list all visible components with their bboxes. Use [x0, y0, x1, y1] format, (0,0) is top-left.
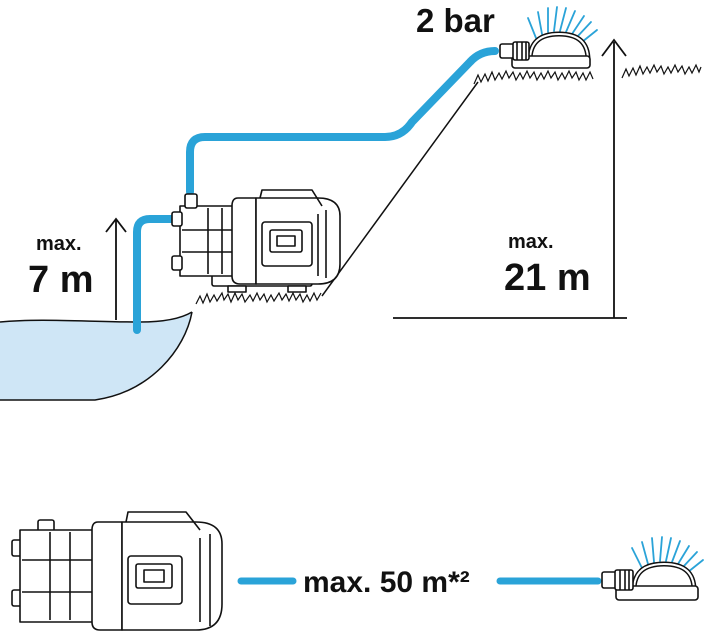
arrow-up-icon — [105, 217, 127, 320]
pump-icon — [171, 189, 341, 293]
head-value-label: 21 m — [504, 257, 591, 299]
head-prefix-label: max. — [508, 231, 554, 253]
grass-icon — [621, 63, 702, 79]
water-icon — [0, 312, 192, 400]
sprinkler-icon — [499, 6, 598, 69]
suction-prefix-label: max. — [36, 233, 82, 255]
distance-label: max. 50 m*² — [303, 566, 470, 599]
pump-icon — [11, 511, 223, 631]
suction-value-label: 7 m — [28, 259, 93, 301]
grass-icon — [195, 291, 322, 305]
grass-icon — [473, 69, 594, 85]
hose-icon — [133, 47, 499, 334]
sprinkler-icon — [601, 536, 704, 601]
arrow-up-icon — [393, 38, 627, 319]
slope-line — [321, 81, 479, 297]
pressure-label: 2 bar — [416, 2, 495, 39]
